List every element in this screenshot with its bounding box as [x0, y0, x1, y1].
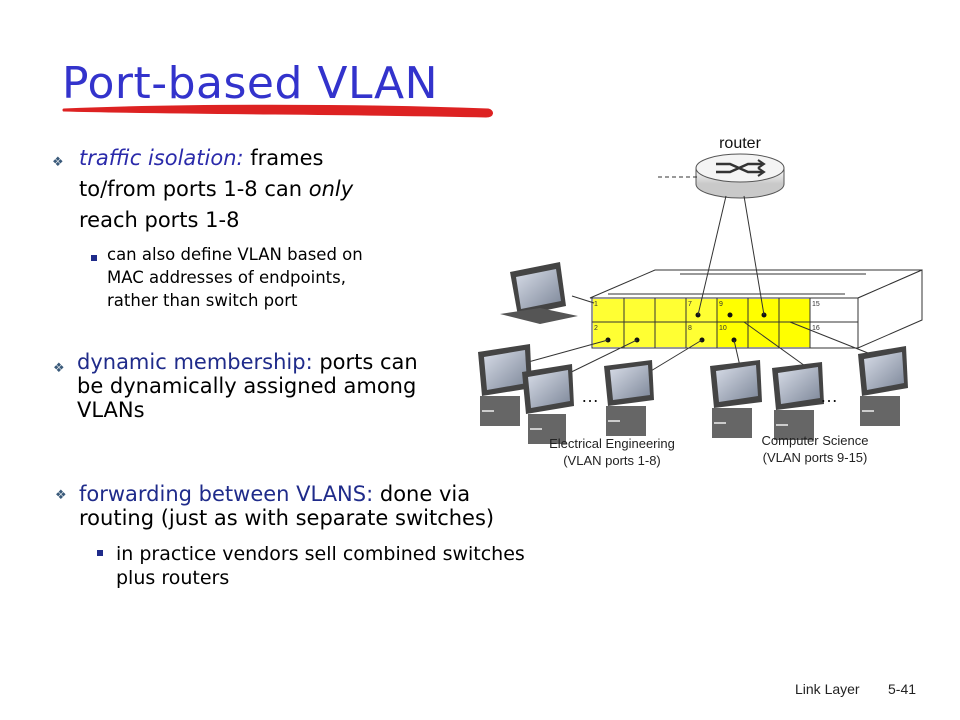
port-number: 10: [719, 325, 727, 332]
computer-icon: [478, 344, 532, 426]
footer-section: Link Layer: [795, 681, 860, 697]
computer-icon: [500, 262, 578, 324]
router-icon: [695, 153, 785, 199]
bullet-dynamic-membership: dynamic membership: ports can be dynamic…: [77, 350, 418, 422]
sub-bullet-mac: can also define VLAN based on MAC addres…: [107, 245, 363, 310]
computer-icon: [772, 362, 824, 440]
router-label: router: [719, 135, 761, 152]
cs-ports-label: (VLAN ports 9-15): [763, 450, 868, 465]
slide-title: Port-based VLAN: [62, 58, 439, 109]
port-number: 7: [688, 301, 692, 308]
ellipsis-right: …: [820, 386, 838, 406]
ellipsis-left: …: [581, 386, 599, 406]
ee-ports-label: (VLAN ports 1-8): [563, 453, 661, 468]
bullet-icon: ❖: [52, 155, 64, 170]
bullet-icon: ❖: [55, 488, 67, 503]
computer-icon: [604, 360, 654, 436]
port-number: 15: [812, 301, 820, 308]
bullet-forwarding: forwarding between VLANS: done via routi…: [79, 482, 495, 530]
cs-group-label: Computer Science: [762, 433, 869, 448]
bullet-icon: ❖: [53, 361, 65, 376]
computer-icon: [522, 364, 574, 444]
ee-group-label: Electrical Engineering: [549, 436, 675, 451]
sub-bullet-square: [97, 550, 103, 556]
port-number: 2: [594, 325, 598, 332]
footer-page-number: 5-41: [888, 681, 917, 697]
port-number: 1: [594, 301, 598, 308]
sub-bullet-vendors: in practice vendors sell combined switch…: [116, 543, 525, 589]
bullet-traffic-isolation: traffic isolation: frames to/from ports …: [79, 146, 354, 232]
port-number: 8: [688, 325, 692, 332]
computer-icon: [710, 360, 762, 438]
port-number: 9: [719, 301, 723, 308]
vlan-diagram: 1 7 9 15 2 8 10 16: [478, 135, 923, 468]
sub-bullet-square: [91, 255, 97, 261]
computer-icon: [858, 346, 908, 426]
title-underline: [62, 104, 493, 118]
port-number: 16: [812, 325, 820, 332]
